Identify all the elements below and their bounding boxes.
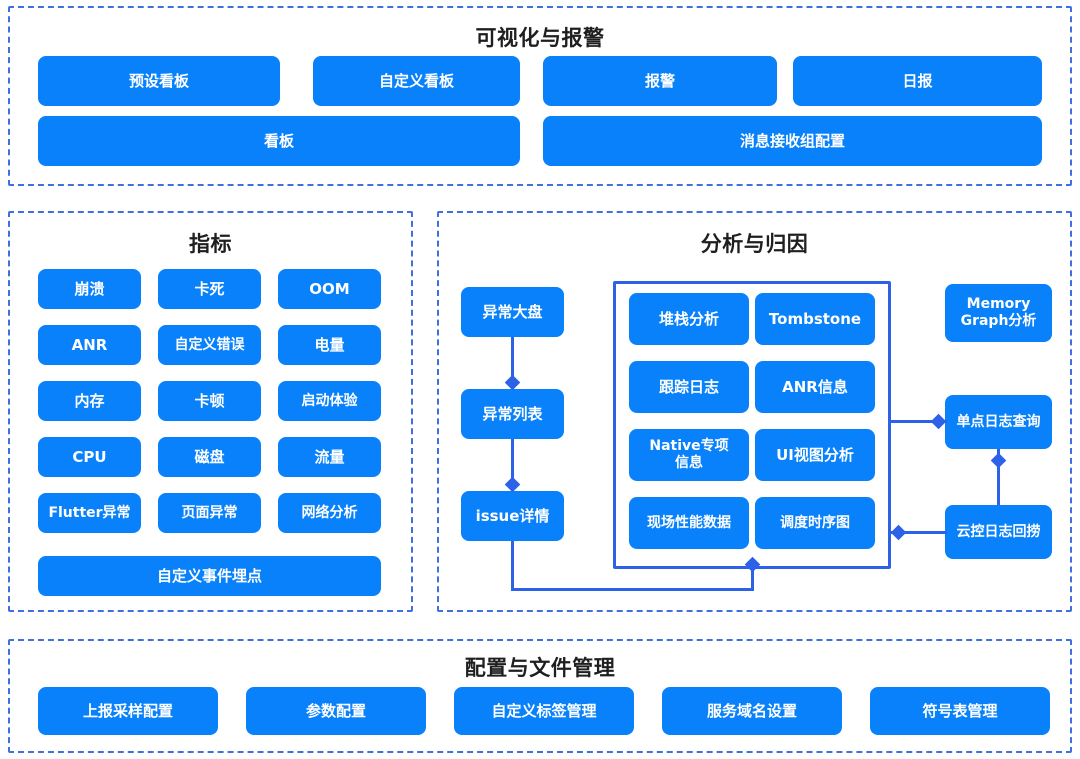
connector-list-to-issue xyxy=(511,439,514,491)
arrow-cloud-log-to-single-log xyxy=(990,452,1007,469)
button-dashboard[interactable]: 看板 xyxy=(38,116,520,166)
detail-analysis-box xyxy=(613,281,891,569)
analysis-native-special-info[interactable]: Native专项 信息 xyxy=(629,429,749,481)
connector-cloud-log-to-box xyxy=(891,531,947,534)
analysis-memory-graph[interactable]: Memory Graph分析 xyxy=(945,284,1052,342)
analysis-cloud-log-retrieval[interactable]: 云控日志回捞 xyxy=(945,505,1052,559)
section-configuration-title: 配置与文件管理 xyxy=(464,656,616,680)
analysis-exception-overview[interactable]: 异常大盘 xyxy=(461,287,564,337)
analysis-anr-info[interactable]: ANR信息 xyxy=(755,361,875,413)
section-configuration: 配置与文件管理 上报采样配置 参数配置 自定义标签管理 服务域名设置 符号表管理 xyxy=(8,639,1072,753)
metric-traffic[interactable]: 流量 xyxy=(278,437,381,477)
button-daily-report[interactable]: 日报 xyxy=(793,56,1042,106)
button-message-receiver-group-config[interactable]: 消息接收组配置 xyxy=(543,116,1042,166)
section-metrics: 指标 崩溃 卡死 OOM ANR 自定义错误 电量 内存 卡顿 启动体验 CPU… xyxy=(8,211,413,612)
analysis-issue-detail[interactable]: issue详情 xyxy=(461,491,564,541)
connector-issue-up xyxy=(751,565,754,590)
analysis-tombstone[interactable]: Tombstone xyxy=(755,293,875,345)
metric-startup-experience[interactable]: 启动体验 xyxy=(278,381,381,421)
button-preset-dashboard[interactable]: 预设看板 xyxy=(38,56,280,106)
arrow-cloud-log-to-box xyxy=(890,524,907,541)
config-parameters[interactable]: 参数配置 xyxy=(246,687,426,735)
config-service-domain[interactable]: 服务域名设置 xyxy=(662,687,842,735)
section-analysis: 分析与归因 异常大盘 异常列表 issue详情 堆栈分析 Tombstone 跟… xyxy=(437,211,1072,612)
connector-overview-to-list xyxy=(511,337,514,389)
metric-battery[interactable]: 电量 xyxy=(278,325,381,365)
metric-memory[interactable]: 内存 xyxy=(38,381,141,421)
section-visualization: 可视化与报警 预设看板 自定义看板 报警 日报 看板 消息接收组配置 xyxy=(8,6,1072,186)
metric-flutter-exception[interactable]: Flutter异常 xyxy=(38,493,141,533)
section-metrics-title: 指标 xyxy=(189,232,232,256)
arrow-list-to-issue xyxy=(504,476,521,493)
analysis-exception-list[interactable]: 异常列表 xyxy=(461,389,564,439)
metric-crash[interactable]: 崩溃 xyxy=(38,269,141,309)
section-visualization-title: 可视化与报警 xyxy=(475,26,605,50)
arrow-overview-to-list xyxy=(504,374,521,391)
connector-issue-right xyxy=(511,588,754,591)
connector-box-to-single-log-query xyxy=(891,420,947,423)
metric-lag[interactable]: 卡顿 xyxy=(158,381,261,421)
analysis-field-performance-data[interactable]: 现场性能数据 xyxy=(629,497,749,549)
config-report-sampling[interactable]: 上报采样配置 xyxy=(38,687,218,735)
metric-oom[interactable]: OOM xyxy=(278,269,381,309)
connector-issue-down xyxy=(511,541,514,591)
button-custom-dashboard[interactable]: 自定义看板 xyxy=(313,56,520,106)
connector-cloud-log-to-single-log xyxy=(997,449,1000,505)
metric-custom-error[interactable]: 自定义错误 xyxy=(158,325,261,365)
section-analysis-title: 分析与归因 xyxy=(700,232,809,256)
analysis-scheduling-timeline[interactable]: 调度时序图 xyxy=(755,497,875,549)
metric-disk[interactable]: 磁盘 xyxy=(158,437,261,477)
metric-page-exception[interactable]: 页面异常 xyxy=(158,493,261,533)
config-custom-tag-management[interactable]: 自定义标签管理 xyxy=(454,687,634,735)
metric-freeze[interactable]: 卡死 xyxy=(158,269,261,309)
analysis-single-log-query[interactable]: 单点日志查询 xyxy=(945,395,1052,449)
arrow-to-single-log-query xyxy=(930,413,947,430)
config-symbol-table-management[interactable]: 符号表管理 xyxy=(870,687,1050,735)
analysis-stack-trace[interactable]: 堆栈分析 xyxy=(629,293,749,345)
metric-custom-event-tracking[interactable]: 自定义事件埋点 xyxy=(38,556,381,596)
metric-cpu[interactable]: CPU xyxy=(38,437,141,477)
analysis-trace-log[interactable]: 跟踪日志 xyxy=(629,361,749,413)
analysis-ui-view[interactable]: UI视图分析 xyxy=(755,429,875,481)
metric-anr[interactable]: ANR xyxy=(38,325,141,365)
button-alarm[interactable]: 报警 xyxy=(543,56,777,106)
metric-network-analysis[interactable]: 网络分析 xyxy=(278,493,381,533)
